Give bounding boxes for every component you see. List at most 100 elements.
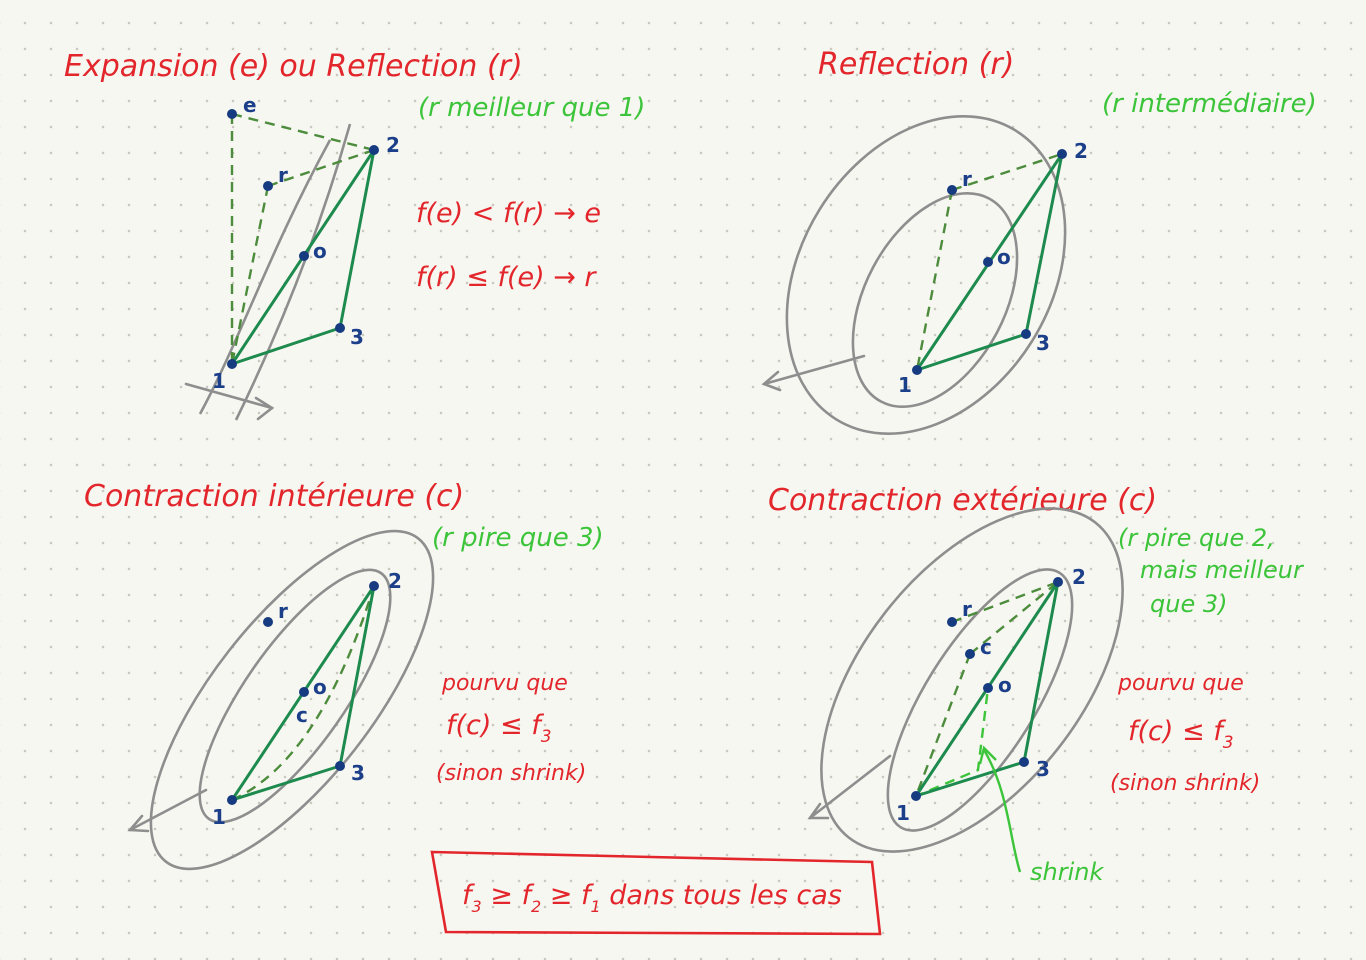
footer-summary: f3 ≥ f2 ≥ f1 dans tous les cas [430,850,882,936]
inner-point-2 [369,581,379,591]
expansion-condition: (r meilleur que 1) [418,93,645,123]
reflection-point-o [983,257,993,267]
expansion-label-3: 3 [350,325,364,349]
expansion-direction-arrow [184,382,274,410]
outer-label-3: 3 [1036,757,1050,781]
expansion-point-o [299,251,309,261]
reflection-label-1: 1 [898,373,912,397]
expansion-arrow-head [254,396,275,421]
inner-label-o: o [313,675,327,699]
panel-expansion: Expansion (e) ou Reflection (r) (r meill… [64,49,645,421]
expansion-point-2 [369,145,379,155]
inner-note-fc: f(c) ≤ f [446,710,544,741]
outer-condition-line-2: mais meilleur [1140,556,1305,584]
outer-label-c: c [980,635,992,659]
footer-f3-sub: 3 [472,897,482,916]
expansion-point-1 [227,359,237,369]
outer-shrink-pointer [982,749,1022,873]
footer-ge-2: ≥ [541,880,581,911]
inner-note-sub: 3 [541,727,552,747]
outer-point-c [965,649,975,659]
footer-f1-sub: 1 [591,897,601,916]
reflection-contour-outer [785,115,1067,435]
inner-note-line-1: pourvu que [441,671,568,696]
reflection-label-r: r [962,167,972,191]
outer-dash-c-2 [969,581,1059,655]
expansion-rule-2: f(r) ≤ f(e) → r [416,262,597,293]
outer-label-r: r [962,597,972,621]
inner-direction-arrow [128,788,208,832]
outer-arrow-head [807,802,830,820]
expansion-title: Expansion (e) ou Reflection (r) [64,49,523,84]
outer-shrink-pointer-head [978,745,997,765]
inner-point-1 [227,795,237,805]
footer-f2-sub: 2 [531,897,541,916]
expansion-dash-e-2 [231,112,375,152]
outer-point-3 [1019,757,1029,767]
expansion-point-3 [335,323,345,333]
outer-label-1: 1 [896,801,910,825]
outer-condition-line-3: que 3) [1150,590,1227,618]
expansion-point-e [227,109,237,119]
inner-note-line-3: (sinon shrink) [436,761,586,786]
outer-shrink-simplex [912,687,990,799]
outer-condition-line-1: (r pire que 2, [1118,524,1275,552]
expansion-label-o: o [313,239,327,263]
expansion-dash-r-1 [230,185,270,365]
inner-contour-outer [149,529,435,871]
inner-label-2: 2 [388,569,402,593]
outer-point-1 [911,791,921,801]
reflection-point-3 [1021,329,1031,339]
footer-ge-1: ≥ [482,880,522,911]
inner-point-3 [335,761,345,771]
inner-label-c: c [296,703,308,727]
outer-point-2 [1053,577,1063,587]
expansion-label-1: 1 [212,369,226,393]
reflection-label-3: 3 [1036,331,1050,355]
outer-point-o [983,683,993,693]
inner-label-3: 3 [351,761,365,785]
outer-contour-outer [820,507,1124,853]
inner-arrow-head [127,814,150,833]
inner-label-r: r [278,599,288,623]
inner-condition: (r pire que 3) [432,523,604,553]
reflection-direction-arrow [762,354,866,386]
outer-note-line-1: pourvu que [1117,671,1244,696]
footer-tail: dans tous les cas [601,880,842,911]
outer-note-line-2: f(c) ≤ f3 [1128,716,1234,753]
expansion-label-r: r [278,163,288,187]
reflection-point-r [947,185,957,195]
outer-shrink-label: shrink [1030,858,1104,886]
outer-dash-c-1 [914,653,972,797]
outer-label-o: o [998,673,1012,697]
outer-note-fc: f(c) ≤ f [1128,716,1226,747]
outer-label-2: 2 [1072,565,1086,589]
outer-title: Contraction extérieure (c) [768,483,1157,518]
footer-inequality: f3 ≥ f2 ≥ f1 dans tous les cas [462,880,842,916]
panel-inner-contraction: Contraction intérieure (c) (r pire que 3… [84,479,604,871]
reflection-condition: (r intermédiaire) [1102,89,1317,119]
reflection-arrow-head [761,370,782,392]
reflection-dash-r-2 [951,152,1063,192]
inner-point-r [263,617,273,627]
outer-note-sub: 3 [1223,733,1234,753]
expansion-point-r [263,181,273,191]
reflection-label-o: o [997,245,1011,269]
inner-point-o [299,687,309,697]
inner-title: Contraction intérieure (c) [84,479,464,514]
inner-label-1: 1 [212,805,226,829]
reflection-point-2 [1057,149,1067,159]
outer-note-line-3: (sinon shrink) [1110,771,1260,796]
reflection-label-2: 2 [1074,139,1088,163]
reflection-point-1 [912,365,922,375]
reflection-dash-r-1 [915,189,954,371]
reflection-contour-inner [851,191,1019,409]
panel-outer-contraction: Contraction extérieure (c) (r pire que 2… [768,483,1305,886]
expansion-dash-r-2 [267,148,375,188]
outer-dash-r-2 [951,580,1059,624]
expansion-label-e: e [243,93,257,117]
reflection-title: Reflection (r) [818,47,1014,82]
expansion-rule-1: f(e) < f(r) → e [416,198,601,229]
inner-dash-contraction [231,585,376,802]
